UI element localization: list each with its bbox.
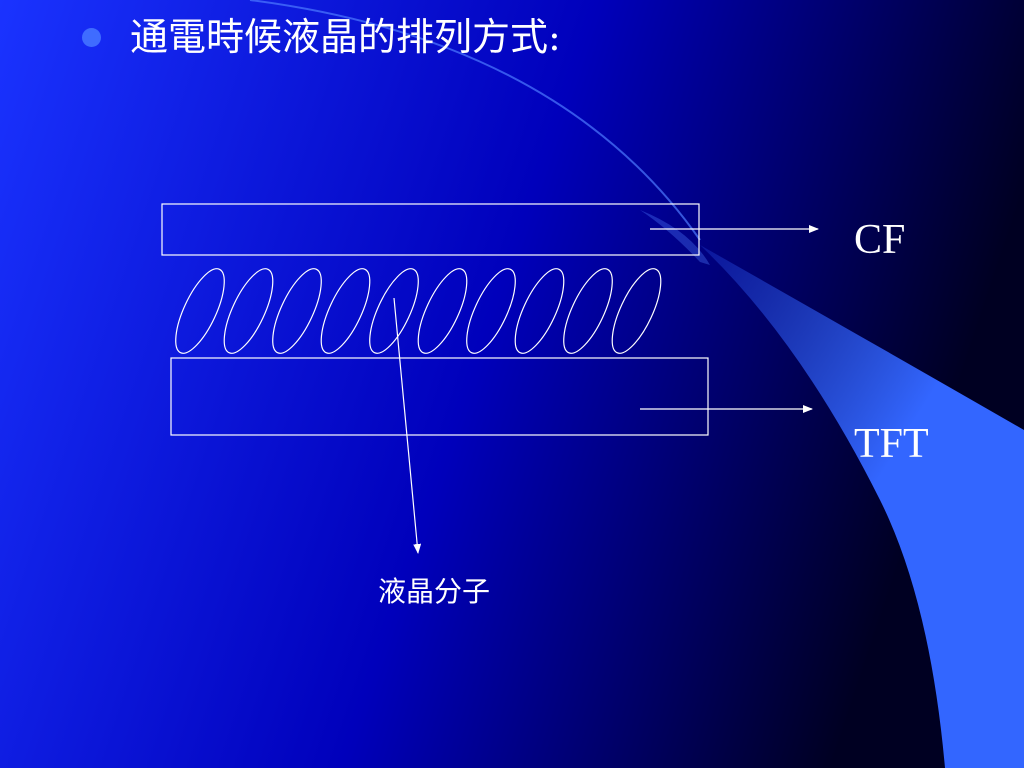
lc-molecule bbox=[466, 268, 516, 354]
lc-molecule bbox=[175, 268, 225, 354]
curve-highlight-line bbox=[249, 0, 701, 241]
lc-molecule bbox=[223, 268, 274, 354]
lc-molecule bbox=[563, 268, 613, 354]
liquid-crystal-molecule-label: 液晶分子 bbox=[378, 575, 491, 608]
liquid-crystal-molecules bbox=[175, 268, 662, 354]
bullet-text: 通電時候液晶的排列方式: bbox=[130, 15, 561, 59]
bullet-dot bbox=[82, 28, 101, 47]
cf-label: CF bbox=[854, 217, 906, 263]
lc-molecule bbox=[320, 268, 371, 354]
lc-molecule bbox=[611, 268, 662, 354]
swoosh-edge bbox=[640, 210, 710, 265]
lc-molecule bbox=[514, 268, 565, 354]
lc-molecule bbox=[272, 268, 322, 354]
molecule-pointer-arrow bbox=[393, 297, 422, 554]
background-swoosh bbox=[700, 245, 1024, 768]
lc-molecule bbox=[369, 268, 419, 354]
tft-plate bbox=[170, 357, 709, 436]
cf-plate bbox=[161, 203, 700, 256]
lc-molecule bbox=[417, 268, 468, 354]
tft-label: TFT bbox=[854, 421, 929, 467]
